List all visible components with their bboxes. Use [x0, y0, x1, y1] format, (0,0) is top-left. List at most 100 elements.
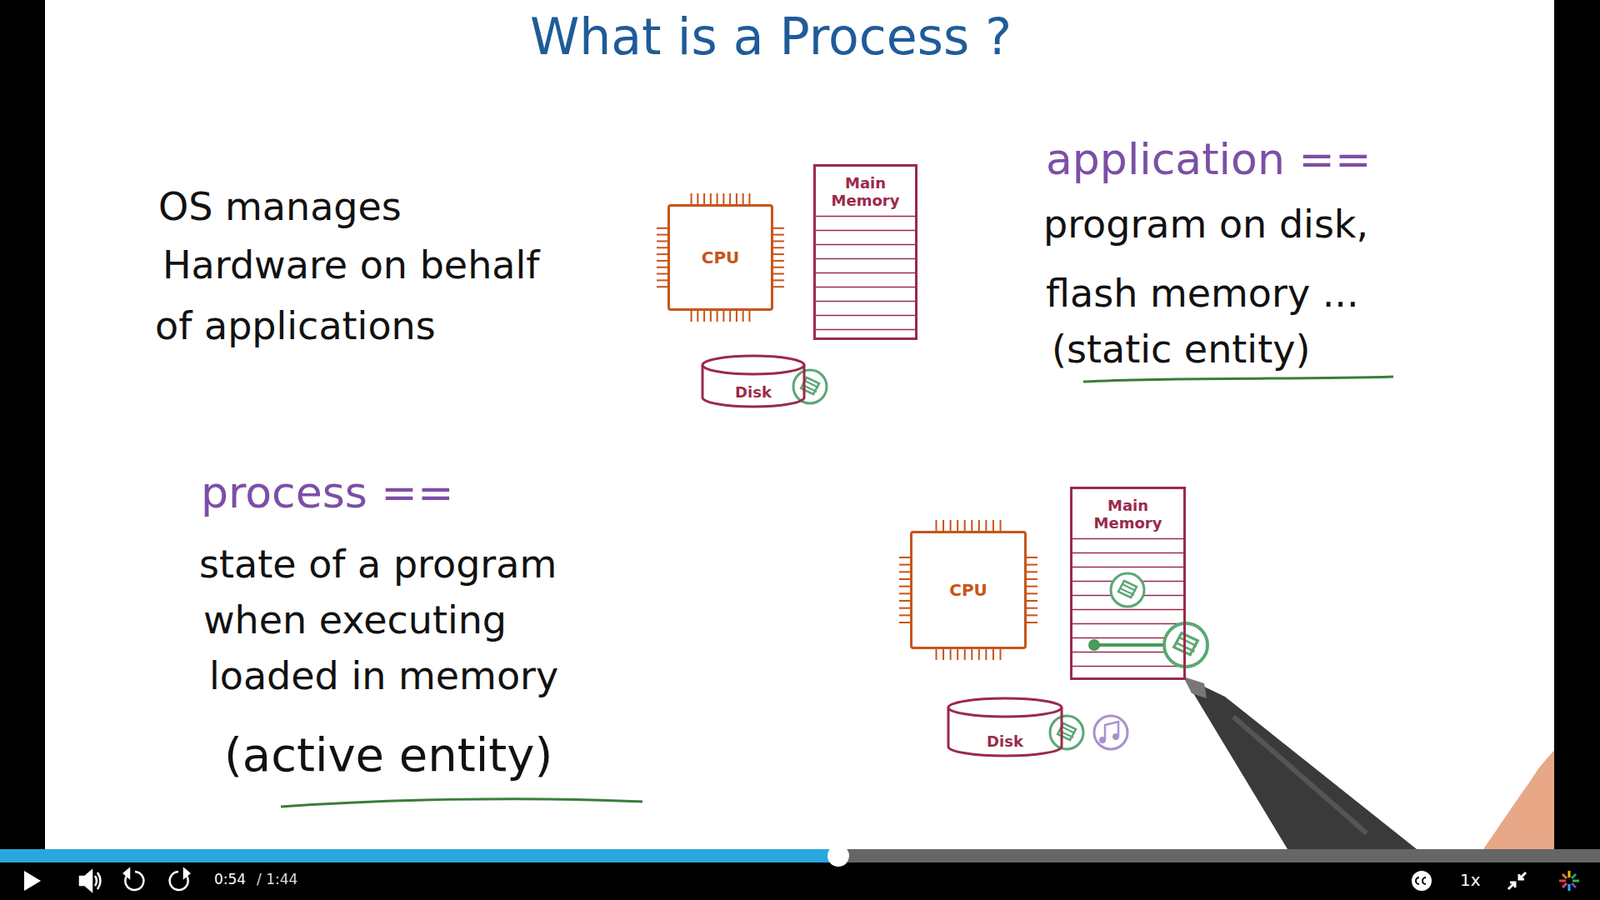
- cpu-pin: [1026, 600, 1038, 602]
- cpu-pin: [942, 520, 945, 531]
- cpu-pin: [656, 285, 668, 288]
- disk-label: Disk: [986, 733, 1024, 751]
- cpu-pin: [1026, 556, 1038, 559]
- memory-line: [1072, 566, 1184, 569]
- note-text: (active entity): [224, 728, 553, 782]
- cpu-pin: [656, 273, 668, 275]
- memory-line: [1072, 538, 1184, 540]
- volume-icon: [80, 870, 101, 891]
- cpu-pin: [985, 520, 987, 531]
- disc-icon: [793, 370, 827, 404]
- cpu-pin: [899, 585, 910, 588]
- cpu-pin: [1026, 607, 1038, 610]
- cpu-pin: [773, 240, 785, 242]
- cpu-pin: [656, 227, 668, 230]
- cpu-pin: [1026, 578, 1038, 580]
- cpu-pin: [964, 649, 966, 660]
- cpu-pin: [956, 520, 959, 531]
- cpu-pin: [656, 246, 668, 249]
- cylinder-top: [948, 698, 1062, 717]
- progress-knob: [827, 845, 850, 867]
- disk-label: Disk: [735, 384, 772, 402]
- cpu-pin: [950, 649, 952, 660]
- cpu-pin: [992, 520, 995, 531]
- cpu-pin: [773, 273, 785, 275]
- memory-box: Main Memory: [1070, 486, 1186, 680]
- cpu-pin: [899, 621, 910, 624]
- memory-line: [815, 244, 915, 246]
- whiteboard: [45, 0, 1555, 850]
- memory-label: Main Memory: [820, 175, 910, 210]
- note-text: of applications: [155, 304, 436, 349]
- note-text: OS manages: [158, 185, 402, 230]
- disk-cylinder: Disk: [700, 354, 806, 409]
- cpu-pin: [696, 310, 699, 322]
- memory-line: [815, 230, 915, 232]
- pen: [1183, 676, 1555, 850]
- logo-icon: [1559, 870, 1580, 891]
- progress-fill: [0, 849, 839, 863]
- disc-icon: [1164, 623, 1208, 667]
- cpu-pin: [1026, 614, 1038, 616]
- cpu-pin: [729, 193, 731, 205]
- cpu-pin: [1026, 592, 1038, 595]
- cpu-pins: [656, 193, 1038, 660]
- cylinder-body: [948, 707, 1062, 756]
- cpu-pin: [690, 310, 693, 322]
- title-text: What is a Process ?: [530, 8, 1012, 66]
- cpu-pin: [742, 310, 745, 322]
- term-heading: application ==: [1045, 135, 1372, 185]
- memory-line: [815, 286, 915, 289]
- cpu-pin: [773, 227, 785, 230]
- cpu-pin: [656, 260, 668, 262]
- cpu-pin: [956, 649, 959, 660]
- memory-line: [815, 215, 915, 218]
- cpu-pin: [773, 260, 785, 262]
- cc-icon: [1411, 870, 1432, 891]
- time-total: / 1:44: [256, 871, 298, 889]
- progress-track: [0, 849, 1600, 863]
- cpu-pin: [656, 234, 668, 236]
- cpu-pin: [773, 279, 785, 281]
- note-text: Hardware on behalf: [162, 243, 540, 288]
- cpu-pin: [992, 649, 995, 660]
- cpu-pin: [773, 253, 785, 255]
- term-heading: process ==: [200, 468, 455, 519]
- cpu-pin: [950, 520, 952, 531]
- cpu-pin: [773, 246, 785, 249]
- cpu-box: CPU: [910, 530, 1027, 650]
- speed-label: 1x: [1460, 870, 1481, 890]
- memory-line: [1072, 623, 1184, 625]
- forward-icon: [170, 869, 190, 890]
- cpu-label: CPU: [701, 248, 740, 268]
- cpu-pin: [729, 310, 731, 322]
- memory-label: Main Memory: [1077, 497, 1179, 532]
- cpu-pin: [978, 520, 980, 531]
- cpu-pin: [656, 279, 668, 281]
- cpu-pin: [656, 266, 668, 269]
- cpu-pin: [735, 193, 738, 205]
- cpu-pin: [703, 193, 705, 205]
- cpu-pin: [1026, 585, 1038, 588]
- memory-line: [815, 272, 915, 275]
- cpu-pin: [716, 193, 719, 205]
- disc-icon: [1110, 573, 1145, 607]
- cpu-pin: [1026, 570, 1038, 573]
- cpu-pin: [656, 240, 668, 242]
- cpu-pin: [978, 649, 980, 660]
- cpu-pin: [964, 520, 966, 531]
- underline: [1083, 376, 1394, 382]
- cpu-label: CPU: [949, 580, 988, 600]
- note-text: loaded in memory: [209, 654, 559, 699]
- cpu-pin: [696, 193, 699, 205]
- memory-line: [1072, 609, 1184, 611]
- time-current: 0:54: [214, 871, 246, 889]
- note-text: program on disk,: [1043, 202, 1369, 247]
- cpu-pin: [690, 193, 693, 205]
- cpu-pin: [970, 649, 973, 660]
- cpu-pin: [935, 649, 938, 660]
- control-bar: [0, 862, 1600, 900]
- note-text: (static entity): [1051, 327, 1310, 372]
- exit-fullscreen-icon: [1508, 872, 1526, 890]
